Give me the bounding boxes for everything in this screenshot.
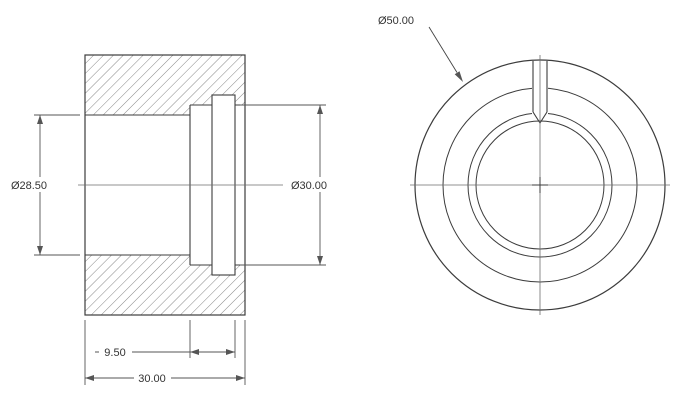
arrowhead [226,349,235,355]
arrowhead [85,375,94,381]
label-background [99,345,132,359]
dim-counterbore-depth: 9.50 [95,320,236,359]
arrowhead [317,105,323,114]
dimension-label: Ø30.00 [291,180,327,192]
label-background [5,177,54,192]
dim-counterbore-diameter: Ø30.00 [240,104,334,266]
leader-line [428,26,458,73]
label-background [134,371,171,385]
arrowhead [317,256,323,265]
arrowhead [236,375,245,381]
dimension-label: Ø28.50 [11,180,47,192]
dim-outer-diameter: Ø50.00 [378,15,463,82]
arrowhead [190,349,199,355]
section-view: Ø28.50 Ø30.00 9.50 [5,54,334,385]
arrowhead [454,71,463,82]
front-view: Ø50.00 [378,15,670,315]
dim-overall-length: 30.00 [84,320,246,385]
arrowhead [37,115,43,124]
label-background [285,177,334,192]
dimension-label: Ø50.00 [378,15,414,27]
dimension-label: 30.00 [138,373,166,385]
dimension-label: 9.50 [104,347,125,359]
arrowhead [37,246,43,255]
dim-bore-diameter: Ø28.50 [5,114,80,256]
